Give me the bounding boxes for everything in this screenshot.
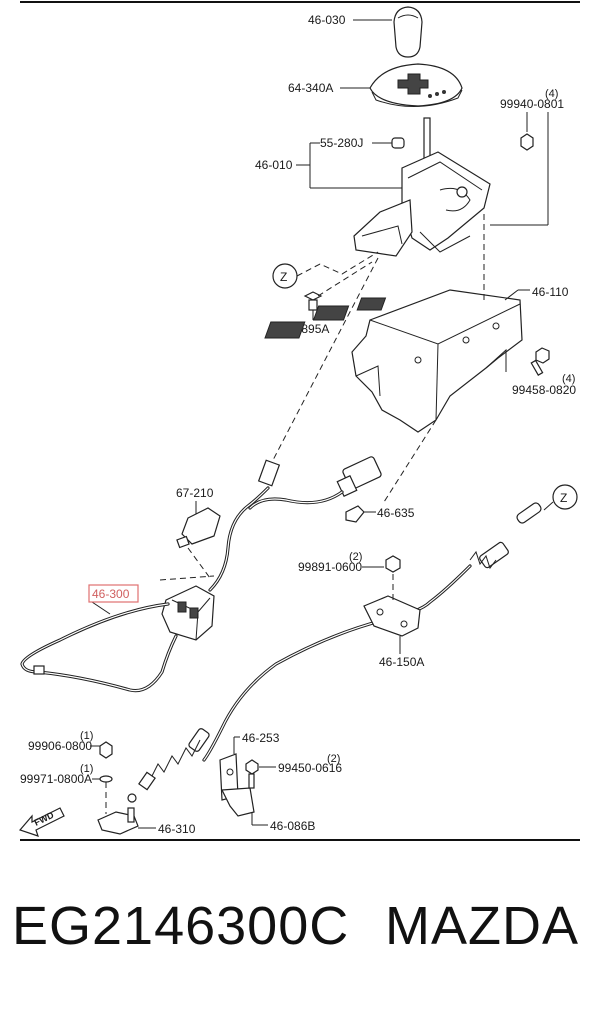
leader-46-300 — [91, 601, 111, 615]
qty-99458: (4) — [562, 373, 575, 385]
callout-99891-0600: 99891-0600 — [298, 560, 362, 574]
callout-z-top: Z — [280, 270, 287, 284]
cable-end-left — [33, 665, 45, 675]
callout-46-635: 46-635 — [377, 506, 415, 520]
qty-99940: (4) — [545, 88, 558, 100]
bulb-55-280j — [391, 137, 405, 149]
callout-64-340a: 64-340A — [288, 81, 333, 95]
dash-cable-to-bracket — [383, 419, 437, 503]
callout-46-300: 46-300 — [92, 587, 130, 601]
cable-body-46-300 — [161, 585, 215, 641]
bolt-99450-0616 — [245, 759, 259, 789]
callout-46-253: 46-253 — [242, 731, 280, 745]
clip-46-635 — [345, 505, 365, 523]
dash-46-300 — [159, 575, 215, 581]
callout-z-right: Z — [560, 491, 567, 505]
dash-67-210 — [187, 547, 211, 579]
part-number: EG2146300C — [12, 896, 350, 956]
bracket-46-310 — [97, 807, 139, 835]
clip-61-895a — [303, 291, 323, 311]
nut-99891-0600 — [385, 555, 401, 573]
callout-67-210: 67-210 — [176, 486, 214, 500]
indicator-panel-64-340a — [369, 63, 463, 107]
brand-name: MAZDA — [385, 896, 579, 956]
callout-55-280j: 55-280J — [320, 136, 363, 150]
leader-46-110 — [504, 289, 519, 301]
switch-67-210 — [176, 507, 221, 549]
callout-99458-0820: 99458-0820 — [512, 383, 576, 397]
qty-99450: (2) — [327, 753, 340, 765]
footer: EG2146300C MAZDA — [0, 895, 600, 985]
shift-knob-46-030 — [393, 6, 423, 58]
parts-diagram: 46-030 64-340A (4) 99940-0801 55-280J 46… — [18, 1, 580, 841]
cable-connectors-upper — [257, 456, 382, 498]
bracket-46-253 — [219, 753, 255, 817]
cable-adjuster-lower — [127, 728, 210, 803]
callout-99971-0800a: 99971-0800A — [20, 772, 92, 786]
callout-99940-0801: 99940-0801 — [500, 97, 564, 111]
highlight-46-300 — [88, 584, 139, 603]
base-bracket-46-110 — [264, 289, 523, 433]
callout-99450-0616: 99450-0616 — [278, 761, 342, 775]
washer-99971-0800a — [99, 775, 113, 783]
nut-99906-0800 — [99, 741, 113, 759]
fwd-arrow: FWD — [18, 807, 65, 837]
callout-46-086b: 46-086B — [270, 819, 315, 833]
dash-lever-to-cable — [271, 257, 379, 463]
qty-99906: (1) — [80, 730, 93, 742]
qty-99891: (2) — [349, 551, 362, 563]
leader-z-right — [543, 501, 554, 511]
dash-z-top — [296, 251, 379, 277]
callout-46-110: 46-110 — [532, 285, 569, 299]
qty-99971: (1) — [80, 763, 93, 775]
callout-99906-0800: 99906-0800 — [28, 739, 92, 753]
callout-46-310: 46-310 — [158, 822, 196, 836]
cable-end-rod — [469, 502, 542, 570]
shift-lever-assembly-46-010 — [353, 117, 491, 257]
callout-46-030: 46-030 — [308, 13, 346, 27]
callout-46-150a: 46-150A — [379, 655, 424, 669]
bolt-99458-0820 — [530, 347, 550, 376]
bracket-46-150a — [363, 595, 421, 637]
z-marker-right — [552, 484, 578, 510]
dash-61-895a — [317, 261, 373, 297]
nut-99940-0801 — [520, 133, 534, 151]
callout-46-010: 46-010 — [255, 158, 293, 172]
